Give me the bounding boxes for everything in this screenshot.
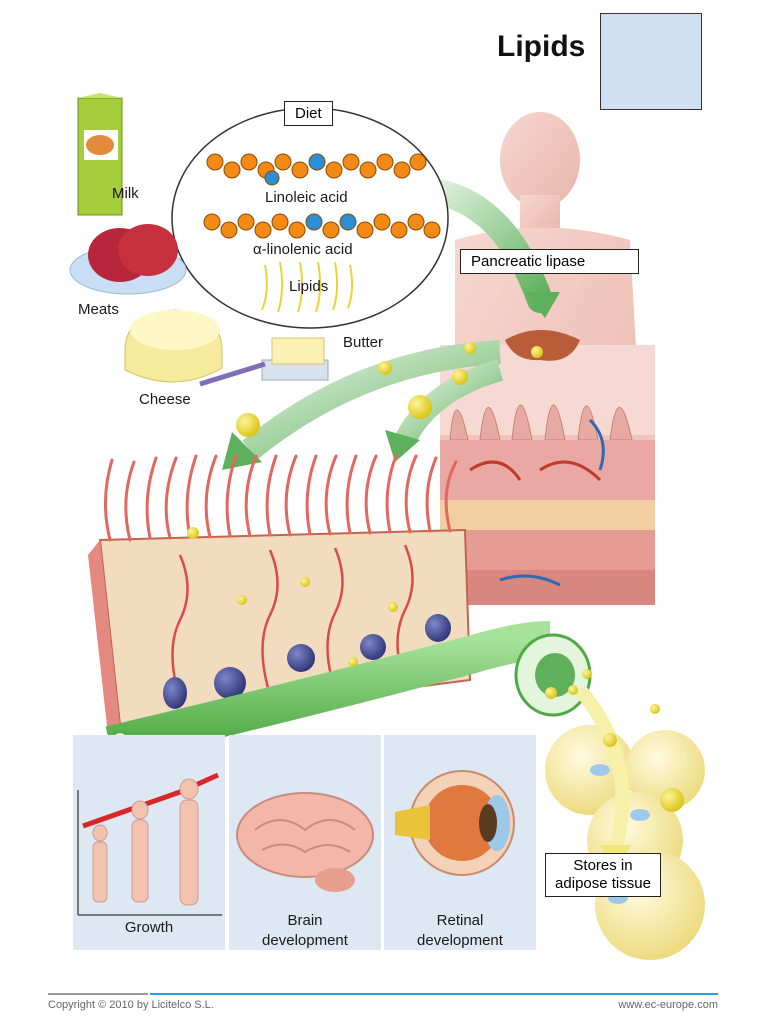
brain-panel: Brain development bbox=[229, 735, 381, 950]
lipids-label: Lipids bbox=[289, 278, 329, 295]
pancreatic-lipase-label: Pancreatic lipase bbox=[460, 249, 639, 274]
butter-label: Butter bbox=[343, 334, 384, 351]
adipose-storage-label: Stores in adipose tissue bbox=[545, 853, 661, 897]
milk-carton bbox=[77, 93, 123, 216]
lipid-droplets bbox=[187, 342, 684, 812]
butter bbox=[199, 337, 329, 387]
adipose-storage-line2: adipose tissue bbox=[555, 875, 651, 892]
adipose-storage-line1: Stores in bbox=[573, 857, 633, 874]
retina-label-line2: development bbox=[417, 932, 503, 949]
adipose-tissue bbox=[545, 725, 705, 960]
linoleic-acid-molecule bbox=[206, 153, 427, 186]
intestine-section bbox=[440, 330, 655, 605]
cheese-label: Cheese bbox=[139, 391, 191, 408]
linoleic-acid-label: Linoleic acid bbox=[265, 189, 348, 206]
lymph-vessel bbox=[105, 621, 592, 773]
meats-plate bbox=[69, 224, 187, 295]
growth-label: Growth bbox=[124, 919, 174, 936]
meats-label: Meats bbox=[78, 301, 119, 318]
food-box bbox=[600, 13, 702, 110]
retina-label-line1: Retinal bbox=[436, 912, 484, 929]
page-title: Lipids bbox=[497, 30, 586, 63]
brain-label-line2: development bbox=[262, 932, 348, 949]
milk-label: Milk bbox=[112, 185, 139, 202]
copyright-text: Copyright © 2010 by Licitelco S.L. bbox=[48, 999, 214, 1011]
website-link[interactable]: www.ec-europe.com bbox=[618, 999, 718, 1011]
alpha-linolenic-acid-molecule bbox=[203, 213, 441, 239]
diet-heading: Diet bbox=[284, 101, 333, 126]
retina-panel: Retinal development bbox=[384, 735, 536, 950]
footer-divider-gray bbox=[48, 993, 148, 995]
cheese bbox=[124, 309, 223, 383]
alpha-linolenic-acid-label: α-linolenic acid bbox=[253, 241, 353, 258]
footer-divider-blue bbox=[150, 993, 718, 995]
lipid-molecules bbox=[261, 261, 354, 313]
brain-label-line1: Brain bbox=[287, 912, 323, 929]
growth-panel: Growth bbox=[73, 735, 225, 950]
